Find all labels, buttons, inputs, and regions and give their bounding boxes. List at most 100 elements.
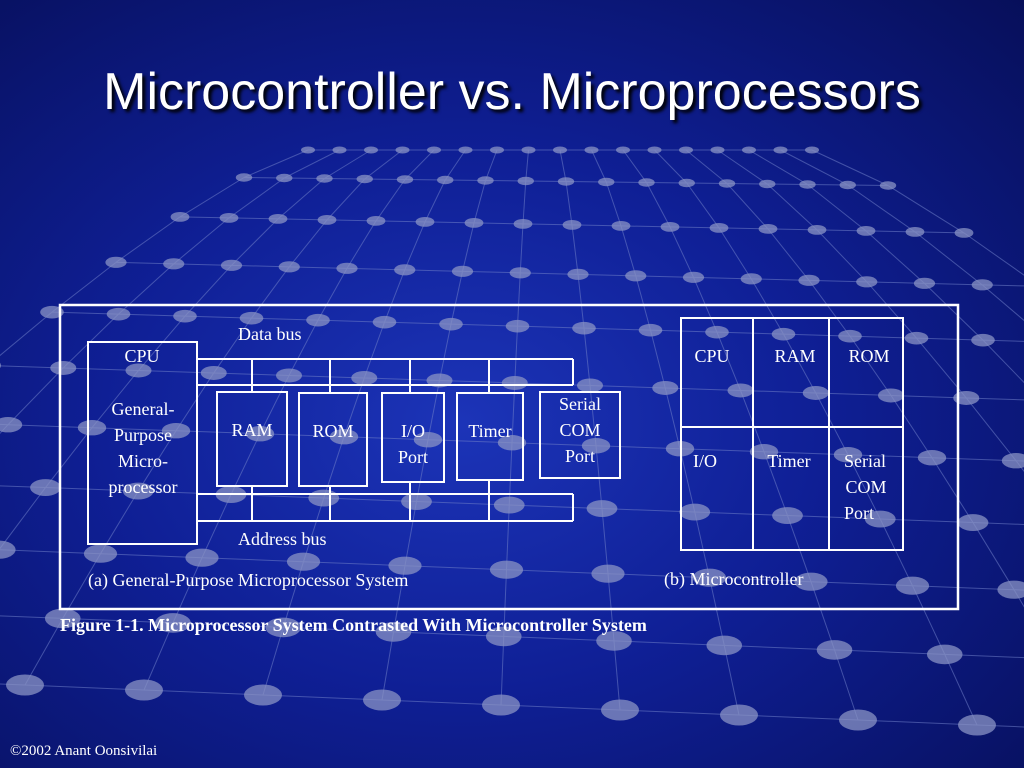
grid-dot bbox=[678, 178, 695, 188]
grid-dot bbox=[501, 375, 528, 390]
cpu-title: CPU bbox=[124, 346, 159, 366]
grid-dot bbox=[878, 388, 904, 403]
grid-dot bbox=[161, 423, 191, 439]
grid-dot bbox=[0, 540, 16, 559]
grid-dot bbox=[718, 179, 736, 188]
grid-dot bbox=[833, 447, 863, 463]
grid-dot bbox=[458, 146, 473, 154]
grid-dot bbox=[77, 420, 107, 436]
grid-dot bbox=[415, 216, 435, 227]
grid-dot bbox=[997, 580, 1024, 599]
grid-dot bbox=[364, 146, 378, 154]
serial-com-port-block bbox=[539, 391, 621, 479]
grid-dot bbox=[286, 552, 321, 571]
grid-dot bbox=[638, 178, 655, 187]
io-port-block bbox=[381, 392, 445, 483]
mc-timer-label: Timer bbox=[767, 451, 810, 471]
grid-dot bbox=[625, 270, 647, 282]
grid-dot bbox=[185, 548, 219, 567]
grid-dot bbox=[895, 576, 930, 595]
grid-dot bbox=[660, 221, 680, 232]
grid-dot bbox=[839, 180, 856, 190]
microcontroller bbox=[680, 317, 904, 551]
grid-dot bbox=[235, 173, 253, 182]
grid-dot bbox=[727, 383, 754, 398]
data-bus-label: Data bus bbox=[238, 324, 301, 344]
mc-ram-label: RAM bbox=[774, 346, 815, 366]
grid-dot bbox=[692, 568, 727, 587]
grid-dot bbox=[581, 438, 611, 454]
grid-dot bbox=[611, 220, 631, 231]
grid-dot bbox=[601, 699, 639, 721]
grid-dot bbox=[276, 173, 293, 183]
grid-dot bbox=[306, 313, 330, 327]
grid-dot bbox=[437, 175, 454, 185]
grid-dot bbox=[879, 181, 897, 190]
grid-dot bbox=[356, 174, 373, 184]
grid-dot bbox=[584, 146, 599, 154]
cpu-body-line: General- bbox=[112, 399, 175, 419]
grid-dot bbox=[245, 426, 275, 442]
grid-dot bbox=[807, 224, 827, 235]
grid-dot bbox=[278, 261, 300, 273]
rom-block bbox=[298, 392, 368, 487]
grid-dot bbox=[709, 222, 729, 233]
grid-dot bbox=[572, 321, 596, 335]
grid-dot bbox=[839, 709, 877, 731]
grid-dot bbox=[219, 212, 239, 223]
ram-label: RAM bbox=[231, 420, 272, 440]
grid-dot bbox=[652, 380, 679, 395]
grid-dot bbox=[971, 279, 993, 291]
grid-dot bbox=[388, 556, 422, 575]
grid-dot bbox=[798, 274, 820, 286]
grid-dot bbox=[366, 215, 386, 226]
grid-dot bbox=[50, 360, 77, 375]
grid-dot bbox=[265, 617, 302, 638]
grid-dot bbox=[497, 435, 527, 451]
grid-dot bbox=[122, 482, 154, 500]
grid-dot bbox=[336, 262, 358, 274]
grid-dot bbox=[749, 444, 779, 460]
copyright-text: ©2002 Anant Oonsivilai bbox=[10, 743, 158, 759]
grid-dot bbox=[856, 276, 878, 288]
grid-dot bbox=[1001, 453, 1024, 469]
grid-dot bbox=[40, 305, 64, 319]
grid-dot bbox=[971, 333, 995, 347]
grid-dot bbox=[464, 217, 484, 228]
cpu-block bbox=[87, 341, 198, 545]
grid-dot bbox=[567, 268, 589, 280]
grid-dot bbox=[125, 679, 163, 701]
grid-dot bbox=[485, 626, 522, 647]
cpu-body-line: Micro- bbox=[118, 451, 168, 471]
grid-dot bbox=[401, 493, 432, 510]
grid-dot bbox=[805, 146, 819, 154]
serial-label: COM bbox=[559, 420, 600, 440]
grid-dot bbox=[6, 674, 44, 696]
microcontroller-block bbox=[680, 317, 904, 551]
grid-dot bbox=[173, 309, 197, 323]
grid-dot bbox=[957, 514, 989, 531]
grid-dot bbox=[816, 640, 853, 660]
grid-dot bbox=[268, 213, 288, 224]
grid-dot bbox=[394, 264, 416, 276]
figure-frame bbox=[58, 303, 960, 611]
microcontroller-label: (b) Microcontroller bbox=[664, 569, 803, 590]
grid-dot bbox=[163, 258, 185, 270]
address-bus-label: Address bus bbox=[238, 529, 327, 549]
grid-dot bbox=[490, 146, 504, 154]
grid-dot bbox=[682, 271, 705, 283]
grid-dot bbox=[773, 146, 788, 154]
grid-dot bbox=[395, 146, 410, 154]
grid-dot bbox=[0, 362, 1, 369]
mc-cpu-label: CPU bbox=[694, 346, 729, 366]
grid-dot bbox=[482, 694, 520, 716]
grid-dot bbox=[647, 146, 662, 154]
grid-dot bbox=[329, 429, 359, 445]
mc-serial-label: Serial bbox=[844, 451, 886, 471]
grid-dot bbox=[125, 363, 152, 378]
grid-dot bbox=[905, 226, 925, 237]
grid-dot bbox=[562, 219, 582, 230]
grid-dot bbox=[638, 323, 663, 337]
grid-dot bbox=[317, 214, 337, 225]
grid-dot bbox=[706, 635, 743, 656]
